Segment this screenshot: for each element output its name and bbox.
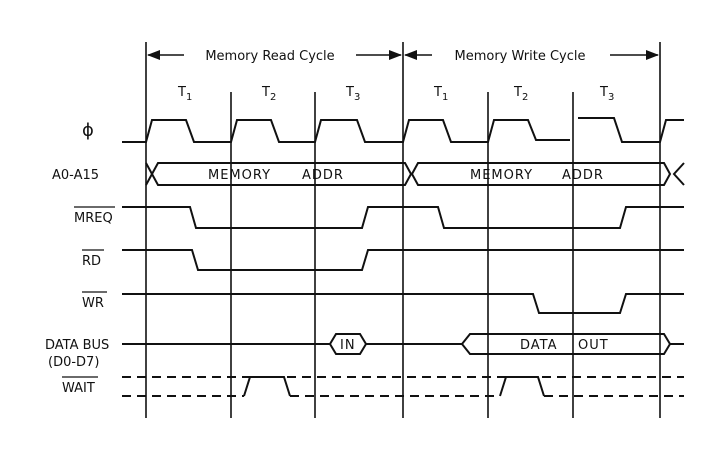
data-in-value: IN xyxy=(340,338,356,353)
mreq-label: MREQ xyxy=(74,211,113,226)
data-bus-range-label: (D0-D7) xyxy=(48,355,99,370)
address-bus: MEMORY ADDR MEMORY ADDR xyxy=(145,162,685,186)
mreq-waveform xyxy=(122,206,684,229)
wait-label: WAIT xyxy=(62,381,95,396)
data-bus-label: DATA BUS xyxy=(45,338,109,353)
t-state-label: T1 xyxy=(177,85,192,103)
t-state-labels: T1 T2 T3 T1 T2 T3 xyxy=(177,85,614,103)
state-boundaries xyxy=(145,42,661,418)
wr-label: WR xyxy=(82,296,104,311)
read-cycle-label: Memory Read Cycle xyxy=(205,49,334,64)
address-bus-value: MEMORY xyxy=(208,168,271,183)
rd-label: RD xyxy=(82,254,101,269)
signal-labels: ϕ A0-A15 MREQ RD WR DATA BUS (D0-D7) WAI… xyxy=(45,120,115,396)
t-state-label: T3 xyxy=(599,85,614,103)
write-cycle-header: Memory Write Cycle xyxy=(404,49,659,64)
data-bus: IN DATA OUT xyxy=(122,333,684,355)
t-state-label: T2 xyxy=(261,85,276,103)
address-bus-value: ADDR xyxy=(302,168,344,183)
write-cycle-label: Memory Write Cycle xyxy=(455,49,586,64)
data-out-value: OUT xyxy=(578,338,609,353)
wr-waveform xyxy=(122,293,684,314)
address-bus-value: MEMORY xyxy=(470,168,533,183)
wait-waveform xyxy=(122,376,684,397)
t-state-label: T1 xyxy=(433,85,448,103)
clock-label: ϕ xyxy=(82,120,94,141)
read-cycle-header: Memory Read Cycle xyxy=(147,49,402,64)
t-state-label: T3 xyxy=(345,85,360,103)
address-bus-value: ADDR xyxy=(562,168,604,183)
rd-waveform xyxy=(122,249,684,271)
t-state-label: T2 xyxy=(513,85,528,103)
data-out-value: DATA xyxy=(520,338,558,353)
address-label: A0-A15 xyxy=(52,168,99,183)
clock-waveform xyxy=(122,117,684,143)
